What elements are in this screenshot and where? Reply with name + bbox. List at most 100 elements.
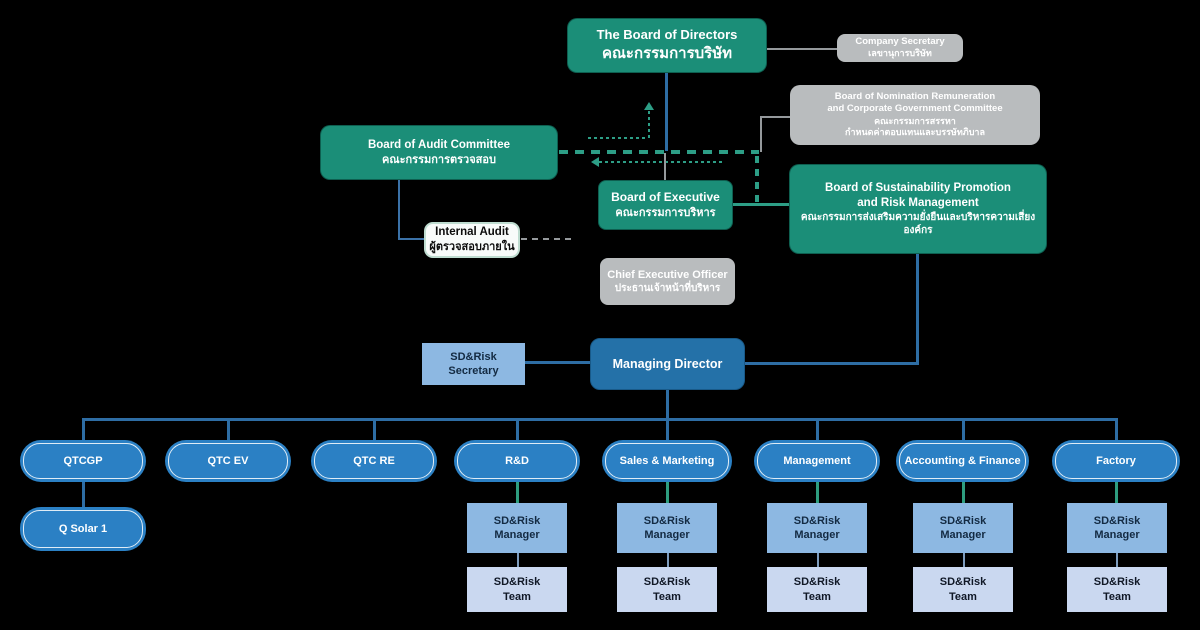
company-secretary-th: เลขานุการบริษัท [868, 48, 932, 59]
sd-risk-team-line1: SD&Risk [939, 576, 987, 589]
drop-qtcre [373, 418, 376, 440]
sd-risk-manager-factory: SD&Risk Manager [1067, 503, 1167, 553]
link-rd-team [517, 553, 519, 567]
division-label: QTCGP [63, 454, 103, 467]
connector-bod-secretary [767, 48, 837, 50]
division-label: Management [783, 454, 851, 467]
sd-risk-manager-line1: SD&Risk [793, 514, 841, 527]
link-management-team [817, 553, 819, 567]
connector-executive-top [664, 153, 666, 180]
arrow-up-to-bod [644, 102, 654, 110]
node-managing-director: Managing Director [590, 338, 745, 390]
sd-risk-manager-sales: SD&Risk Manager [617, 503, 717, 553]
sd-risk-manager-line2: Manager [494, 529, 540, 541]
connector-secretary-md [525, 361, 590, 364]
connector-bod-down [665, 73, 668, 151]
sd-risk-manager-line1: SD&Risk [643, 514, 691, 527]
connector-audit-dashed [559, 150, 759, 154]
sustainability-en1: Board of Sustainability Promotion [825, 182, 1011, 195]
sd-risk-manager-accounting: SD&Risk Manager [913, 503, 1013, 553]
sd-risk-team-line2: Team [1103, 590, 1131, 603]
node-sd-risk-secretary: SD&Risk Secretary [422, 343, 525, 385]
connector-dotted-to-bod-v [648, 111, 650, 138]
connector-bus [83, 418, 1117, 421]
sd-risk-manager-line2: Manager [794, 529, 840, 541]
sd-risk-team-line2: Team [949, 590, 977, 603]
link-rd-manager [516, 482, 519, 503]
sustainability-th: คณะกรรมการส่งเสริมความยั่งยืนและบริหารคว… [800, 211, 1036, 236]
division-label: Accounting & Finance [904, 454, 1021, 467]
drop-rd [516, 418, 519, 440]
link-accounting-team [963, 553, 965, 567]
sd-risk-team-line1: SD&Risk [793, 576, 841, 589]
connector-dotted-to-bod-h [588, 137, 648, 139]
managing-director-label: Managing Director [612, 356, 723, 371]
connector-internal-dashed [521, 238, 571, 240]
division-label: QTC EV [207, 454, 249, 467]
node-ceo: Chief Executive Officer ประธานเจ้าหน้าที… [600, 258, 735, 305]
connector-nomination-v [760, 116, 762, 152]
sd-risk-team-line2: Team [503, 590, 531, 603]
internal-audit-th: ผู้ตรวจสอบภายใน [429, 241, 515, 254]
sd-risk-team-rd: SD&Risk Team [467, 567, 567, 612]
node-company-secretary: Company Secretary เลขานุการบริษัท [837, 34, 963, 62]
sd-risk-team-line2: Team [803, 590, 831, 603]
sd-risk-manager-line1: SD&Risk [493, 514, 541, 527]
division-qtc-re: QTC RE [311, 440, 437, 482]
connector-sustainability-md-h [745, 362, 919, 365]
connector-audit-internal-h [398, 238, 424, 240]
drop-accounting [962, 418, 965, 440]
sd-risk-manager-line2: Manager [940, 529, 986, 541]
sd-risk-manager-rd: SD&Risk Manager [467, 503, 567, 553]
division-accounting-finance: Accounting & Finance [896, 440, 1029, 482]
sustainability-en2: and Risk Management [857, 197, 979, 209]
drop-factory [1115, 418, 1118, 440]
division-sales-marketing: Sales & Marketing [602, 440, 732, 482]
link-accounting-manager [962, 482, 965, 503]
connector-executive-sustainability [733, 203, 789, 206]
connector-nomination-h [760, 116, 790, 118]
drop-qtcgp [82, 418, 85, 440]
nomination-th2: กำหนดค่าตอบแทนและบรรษัทภิบาล [845, 127, 985, 138]
nomination-th1: คณะกรรมการสรรหา [874, 115, 956, 126]
node-q-solar-1: Q Solar 1 [20, 507, 146, 551]
board-of-executive-en: Board of Executive [611, 190, 720, 205]
arrow-left-to-audit [591, 157, 599, 167]
sd-risk-manager-line2: Manager [644, 529, 690, 541]
sd-risk-team-line2: Team [653, 590, 681, 603]
link-sales-manager [666, 482, 669, 503]
drop-sales [666, 418, 669, 440]
connector-sustainability-dashed [755, 156, 759, 204]
link-factory-manager [1115, 482, 1118, 503]
internal-audit-en: Internal Audit [435, 226, 509, 239]
ceo-en: Chief Executive Officer [607, 268, 728, 281]
connector-sustainability-md-v [916, 254, 919, 365]
connector-dotted-left [599, 161, 723, 163]
sd-risk-manager-line2: Manager [1094, 529, 1140, 541]
division-factory: Factory [1052, 440, 1180, 482]
division-label: QTC RE [353, 454, 395, 467]
board-of-executive-th: คณะกรรมการบริหาร [615, 206, 716, 219]
division-label: Sales & Marketing [619, 454, 715, 467]
node-sustainability-committee: Board of Sustainability Promotion and Ri… [789, 164, 1047, 254]
division-qtcgp: QTCGP [20, 440, 146, 482]
connector-audit-internal-v [398, 180, 400, 239]
sd-risk-team-factory: SD&Risk Team [1067, 567, 1167, 612]
division-label: R&D [505, 454, 529, 467]
audit-committee-th: คณะกรรมการตรวจสอบ [382, 153, 496, 166]
node-board-of-executive: Board of Executive คณะกรรมการบริหาร [598, 180, 733, 230]
company-secretary-en: Company Secretary [855, 35, 945, 47]
division-rd: R&D [454, 440, 580, 482]
node-internal-audit: Internal Audit ผู้ตรวจสอบภายใน [424, 222, 520, 258]
audit-committee-en: Board of Audit Committee [367, 138, 511, 151]
division-management: Management [754, 440, 880, 482]
nomination-en2: and Corporate Government Committee [827, 103, 1003, 115]
connector-qtcgp-qsolar [82, 482, 85, 507]
board-of-directors-en: The Board of Directors [596, 27, 738, 43]
sd-risk-team-line1: SD&Risk [643, 576, 691, 589]
sd-risk-manager-line1: SD&Risk [939, 514, 987, 527]
division-qtc-ev: QTC EV [165, 440, 291, 482]
link-factory-team [1116, 553, 1118, 567]
drop-qtcev [227, 418, 230, 440]
sd-risk-team-line1: SD&Risk [493, 576, 541, 589]
